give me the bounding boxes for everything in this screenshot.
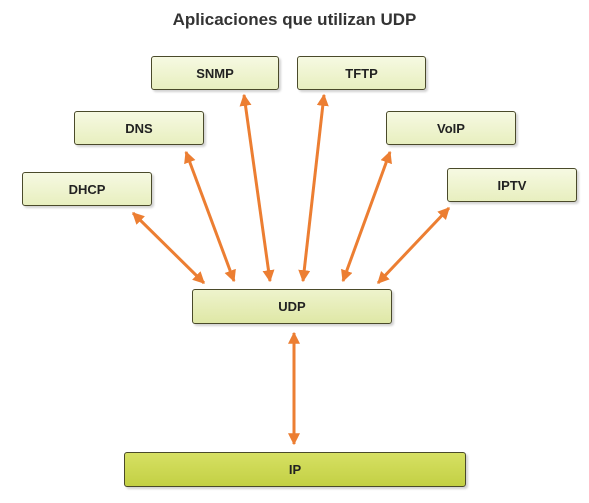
iptv-udp-arrow <box>376 206 451 285</box>
snmp-udp-arrow <box>239 93 275 283</box>
iptv-box: IPTV <box>447 168 577 202</box>
dns-box: DNS <box>74 111 204 145</box>
tftp-udp-arrow <box>298 93 329 283</box>
voip-udp-arrow <box>341 150 392 283</box>
voip-box: VoIP <box>386 111 516 145</box>
udp-box: UDP <box>192 289 392 324</box>
snmp-box: SNMP <box>151 56 279 90</box>
ip-box: IP <box>124 452 466 487</box>
dns-udp-arrow <box>184 150 236 283</box>
dhcp-box: DHCP <box>22 172 152 206</box>
diagram-title: Aplicaciones que utilizan UDP <box>172 10 417 29</box>
dhcp-udp-arrow <box>131 211 206 285</box>
tftp-box: TFTP <box>297 56 426 90</box>
